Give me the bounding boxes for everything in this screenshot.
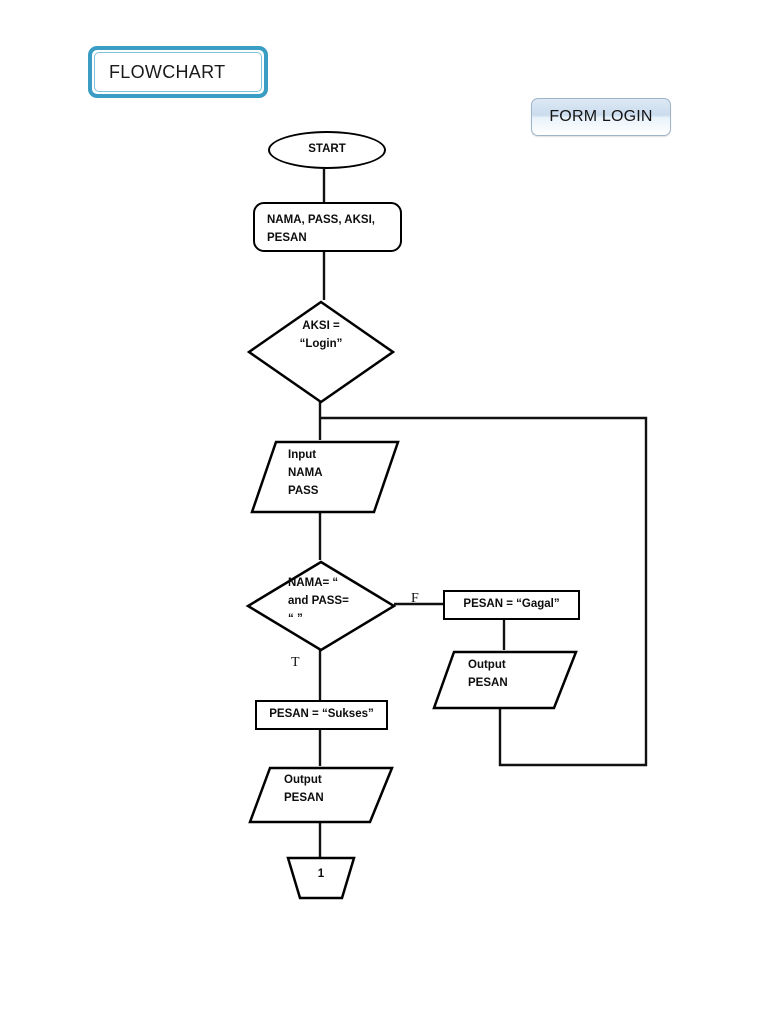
node-pesan-gagal-label: PESAN = “Gagal”	[463, 598, 560, 611]
node-output-sukses-label: Output PESAN	[284, 774, 324, 804]
node-output-sukses	[248, 766, 394, 824]
node-start: START	[268, 131, 386, 169]
branch-label-true: T	[291, 655, 300, 670]
node-start-label: START	[308, 143, 346, 156]
node-declare-label: NAMA, PASS, AKSI, PESAN	[267, 214, 375, 244]
node-input-creds	[250, 440, 400, 514]
node-pesan-sukses: PESAN = “Sukses”	[255, 700, 388, 730]
node-aksi-check-label: AKSI = “Login”	[299, 320, 343, 350]
node-connector-1-label: 1	[317, 868, 325, 880]
node-pesan-gagal: PESAN = “Gagal”	[443, 590, 580, 620]
node-pesan-sukses-label: PESAN = “Sukses”	[269, 708, 374, 721]
node-connector-1	[286, 856, 356, 900]
node-creds-check-label: NAMA= “ and PASS= “ ”	[288, 577, 349, 625]
node-aksi-check	[246, 300, 396, 404]
node-declare: NAMA, PASS, AKSI, PESAN	[253, 202, 402, 252]
node-input-creds-label: Input NAMA PASS	[288, 449, 323, 497]
form-login-button[interactable]: FORM LOGIN	[531, 98, 671, 136]
flowchart-title-badge-inner: FLOWCHART	[94, 52, 262, 92]
form-login-button-label: FORM LOGIN	[549, 108, 653, 125]
node-output-gagal-label: Output PESAN	[468, 659, 508, 689]
node-creds-check	[245, 560, 397, 652]
flowchart-title-badge: FLOWCHART	[88, 46, 268, 98]
page-title: FLOWCHART	[109, 61, 226, 82]
branch-label-false: F	[411, 591, 419, 606]
node-output-gagal	[432, 650, 578, 710]
